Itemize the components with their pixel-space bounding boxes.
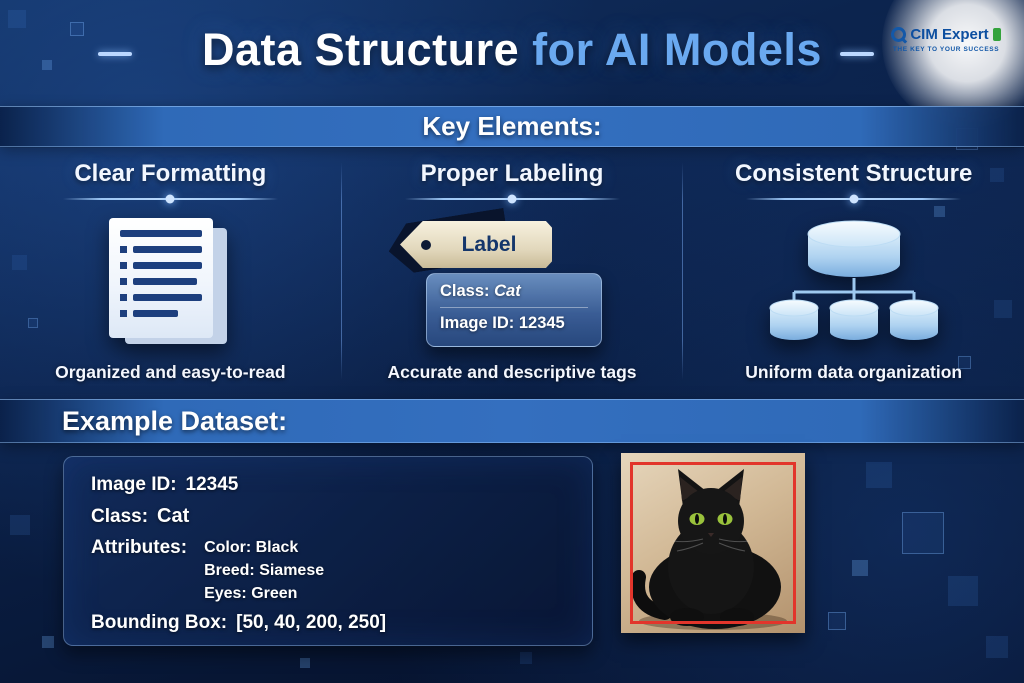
attributes-list: Color: Black Breed: Siamese Eyes: Green xyxy=(204,537,324,603)
tag-label: Label xyxy=(461,232,517,256)
column-title: Clear Formatting xyxy=(74,160,267,187)
column-title: Proper Labeling xyxy=(420,160,604,187)
column-proper-labeling: Proper Labeling Label Class: Cat Image I… xyxy=(342,148,683,394)
title-dash-right xyxy=(840,52,874,56)
cat-photo xyxy=(621,453,805,633)
column-clear-formatting: Clear Formatting Organized and easy-to-r… xyxy=(0,148,341,394)
column-consistent-structure: Consistent Structure xyxy=(683,148,1024,394)
logo-figure-icon xyxy=(992,28,1001,41)
example-dataset-heading: Example Dataset: xyxy=(62,405,288,436)
example-dataset-banner: Example Dataset: xyxy=(0,399,1024,443)
title-accent: for AI Models xyxy=(519,24,822,75)
column-caption: Uniform data organization xyxy=(745,362,963,382)
bounding-box-value: [50, 40, 200, 250] xyxy=(236,612,387,633)
image-id-label: Image ID: xyxy=(91,474,177,495)
label-card: Class: Cat Image ID: 12345 xyxy=(426,273,602,347)
card-image-id: Image ID: 12345 xyxy=(440,314,565,332)
bounding-box-row: Bounding Box: [50, 40, 200, 250] xyxy=(91,612,565,634)
heading-underline xyxy=(404,194,620,204)
magnifier-icon xyxy=(891,27,907,42)
key-elements-heading: Key Elements: xyxy=(422,111,602,141)
attribute-item: Breed: Siamese xyxy=(204,562,325,579)
image-id-value: 12345 xyxy=(185,474,239,495)
tag-shape: Label xyxy=(400,221,552,268)
underline-dot xyxy=(849,194,859,204)
class-row: Class: Cat xyxy=(91,505,565,528)
class-value: Cat xyxy=(157,505,190,527)
key-elements-banner: Key Elements: xyxy=(0,106,1024,147)
card-class-label: Class: xyxy=(440,282,490,300)
tag-hole xyxy=(421,239,431,250)
title-main: Data Structure xyxy=(202,24,520,75)
attributes-row: Attributes: Color: Black Breed: Siamese … xyxy=(91,537,565,603)
bounding-box-label: Bounding Box: xyxy=(91,612,228,633)
underline-dot xyxy=(507,194,517,204)
document-list-icon xyxy=(109,218,231,348)
card-divider xyxy=(440,307,588,308)
page-title: Data Structure for AI Models xyxy=(0,24,1024,76)
column-divider xyxy=(340,162,342,380)
example-dataset-section: Image ID: 12345 Class: Cat Attributes: C… xyxy=(0,450,1024,660)
logo-tagline: THE KEY TO YOUR SUCCESS xyxy=(892,46,1000,53)
attribute-item: Eyes: Green xyxy=(204,585,298,602)
card-class-value: Cat xyxy=(494,282,521,300)
brand-logo: CIM Expert THE KEY TO YOUR SUCCESS xyxy=(864,0,1024,128)
attributes-label: Attributes: xyxy=(91,537,188,558)
title-dash-left xyxy=(98,52,132,56)
image-id-row: Image ID: 12345 xyxy=(91,474,565,496)
dataset-panel: Image ID: 12345 Class: Cat Attributes: C… xyxy=(63,456,593,646)
heading-underline xyxy=(746,194,962,204)
key-elements-columns: Clear Formatting Organized and easy-to-r… xyxy=(0,148,1024,394)
column-caption: Accurate and descriptive tags xyxy=(387,362,637,382)
heading-underline xyxy=(62,194,278,204)
class-label: Class: xyxy=(91,506,149,527)
underline-dot xyxy=(165,194,175,204)
column-divider xyxy=(682,162,684,380)
column-title: Consistent Structure xyxy=(734,160,973,187)
attribute-item: Color: Black xyxy=(204,539,299,556)
column-caption: Organized and easy-to-read xyxy=(55,362,286,382)
database-hierarchy-icon xyxy=(769,220,939,340)
logo-text: CIM Expert xyxy=(910,26,989,43)
bounding-box-overlay xyxy=(630,462,796,624)
label-tag-icon: Label Class: Cat Image ID: 12345 xyxy=(386,213,638,353)
header: Data Structure for AI Models CIM Expert … xyxy=(0,0,1024,128)
